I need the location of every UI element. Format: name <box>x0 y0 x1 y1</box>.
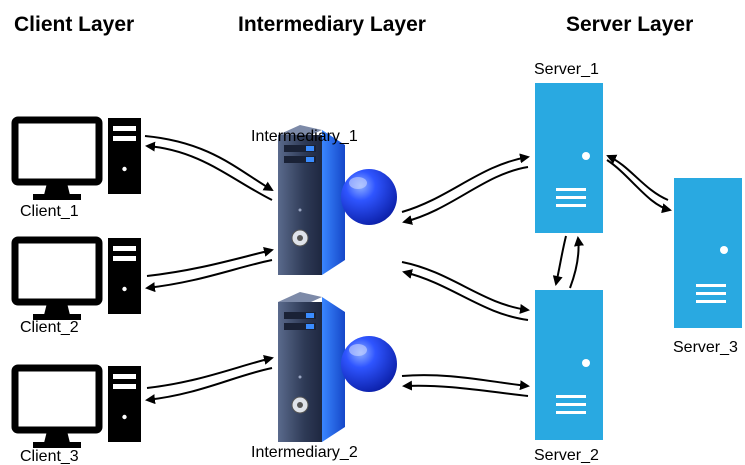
intermediary-2-label: Intermediary_2 <box>251 444 358 461</box>
arrow-int1-to-client2 <box>145 259 273 293</box>
arrow-server2-to-server1 <box>569 236 584 289</box>
server-1-label: Server_1 <box>534 61 599 78</box>
client-layer-header: Client Layer <box>14 13 134 36</box>
arrow-server1-to-server2 <box>552 235 567 286</box>
client-2 <box>15 238 141 320</box>
intermediary-2 <box>277 291 398 443</box>
server-3 <box>674 178 742 328</box>
arrow-server2-to-int1 <box>402 269 529 321</box>
server-layer-header: Server Layer <box>566 13 693 36</box>
server-3-label: Server_3 <box>673 339 738 356</box>
arrow-server2-to-int2 <box>402 380 529 397</box>
client-1 <box>15 118 141 200</box>
server-2 <box>535 290 603 440</box>
client-3 <box>15 366 141 448</box>
arrow-client3-to-int2 <box>146 354 274 389</box>
arrow-int2-to-server2 <box>401 374 530 391</box>
arrow-int2-to-client3 <box>145 367 273 405</box>
intermediary-1 <box>277 124 398 276</box>
server-2-label: Server_2 <box>534 447 599 464</box>
intermediary-layer-header: Intermediary Layer <box>238 13 426 36</box>
client-3-label: Client_3 <box>20 448 79 465</box>
arrow-int1-to-client1 <box>145 141 273 201</box>
arrow-server1-to-server3 <box>606 159 672 214</box>
arrow-int1-to-server2 <box>401 261 530 314</box>
arrow-client2-to-int1 <box>146 246 274 277</box>
client-2-label: Client_2 <box>20 319 79 336</box>
client-1-label: Client_1 <box>20 203 79 220</box>
arrow-client1-to-int1 <box>144 135 274 192</box>
arrow-int1-to-server1 <box>401 153 530 213</box>
server-1 <box>535 83 603 233</box>
arrow-server3-to-server1 <box>606 154 669 201</box>
intermediary-1-label: Intermediary_1 <box>251 128 358 145</box>
arrow-server1-to-int1 <box>402 166 529 225</box>
